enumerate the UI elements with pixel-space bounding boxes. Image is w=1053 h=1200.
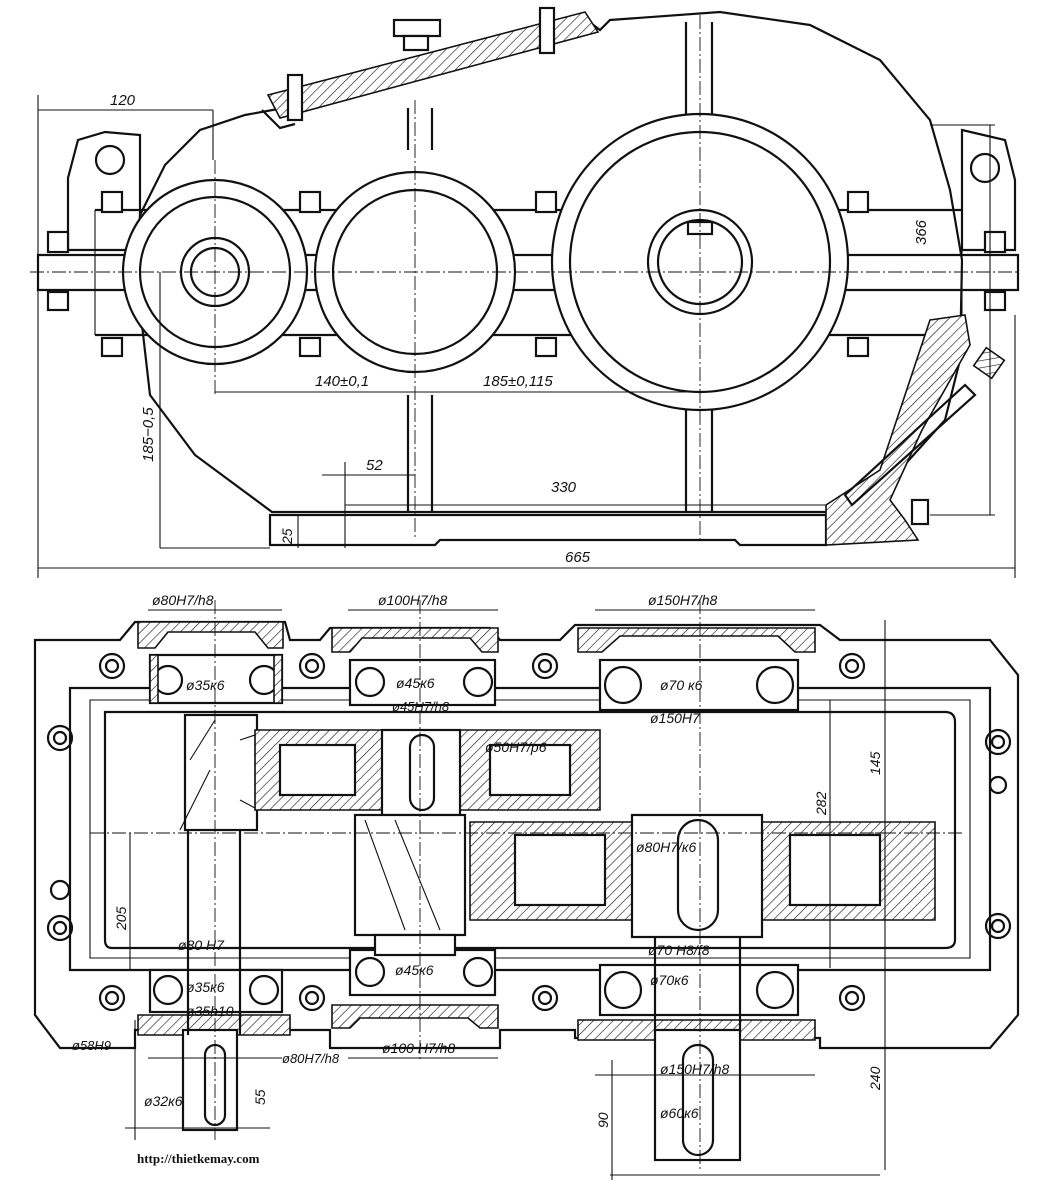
lifting-eye-right: [969, 152, 1001, 184]
label-phi150h7: ø150H7: [650, 710, 701, 726]
dim-90: 90: [595, 1112, 611, 1128]
dim-145: 145: [867, 751, 883, 775]
label-phi80h7h8-bot: ø80H7/h8: [282, 1051, 340, 1066]
lifting-eye-left: [94, 144, 126, 176]
dim-282: 282: [813, 791, 829, 816]
dim-52: 52: [366, 457, 383, 474]
bottom-bearings: [148, 948, 800, 1017]
dim-55: 55: [252, 1089, 268, 1105]
label-phi50h7p6: ø50H7/p6: [485, 739, 547, 755]
label-phi150h7h8-bot: ø150H7/h8: [660, 1061, 729, 1077]
label-phi70k6-top: ø70 к6: [660, 677, 703, 693]
dim-185-minus: 185−0,5: [140, 407, 157, 462]
label-phi35k6-bot: ø35к6: [186, 979, 225, 995]
label-phi100h7h8-bot: ø100 H7/h8: [382, 1040, 455, 1056]
label-phi70k6-bot: ø70к6: [650, 972, 689, 988]
label-phi45k6-top: ø45к6: [396, 675, 435, 691]
dim-120: 120: [110, 92, 136, 109]
intermediate-gear: [239, 728, 601, 817]
source-url: http://thietkemay.com: [137, 1151, 260, 1166]
output-gear: [469, 813, 936, 1162]
bottom-bearing-covers: [137, 1004, 816, 1041]
label-phi45h7h8: ø45H7/h8: [392, 699, 450, 714]
label-phi80h7k6: ø80H7/к6: [636, 839, 697, 855]
inspection-cover: [261, 6, 600, 130]
dim-205: 205: [113, 906, 129, 931]
oil-level-gauge: [825, 314, 1006, 546]
intermediate-pinion: [353, 813, 467, 957]
top-bearings: [148, 653, 800, 712]
label-phi80h7: ø80 H7: [178, 937, 225, 953]
plan-section-view: [33, 600, 1020, 1180]
dim-366: 366: [913, 219, 930, 245]
dim-240: 240: [867, 1066, 883, 1091]
mounting-holes: [46, 652, 1012, 1012]
label-phi70h8f8: ø70 H8/f8: [648, 942, 710, 958]
label-phi150h7h8-top: ø150H7/h8: [648, 592, 717, 608]
label-phi35h10: ø35h10: [186, 1003, 234, 1019]
input-shaft: [179, 713, 259, 1132]
label-phi60k6: ø60к6: [660, 1105, 699, 1121]
top-bearing-covers: [137, 621, 816, 653]
joint-bolts: [46, 190, 1007, 358]
label-phi100h7h8-top: ø100H7/h8: [378, 592, 447, 608]
label-phi80h7h8-top: ø80H7/h8: [152, 592, 214, 608]
dim-25: 25: [279, 528, 295, 545]
dim-140: 140±0,1: [315, 373, 369, 390]
dim-330: 330: [551, 479, 577, 496]
label-phi45k6-bot: ø45к6: [395, 962, 434, 978]
plan-dimensions: [125, 609, 886, 1180]
label-phi58h9: ø58H9: [72, 1038, 111, 1053]
dim-185-tol: 185±0,115: [483, 373, 553, 390]
label-phi32k6: ø32к6: [144, 1093, 183, 1109]
dim-665: 665: [565, 549, 591, 566]
elevation-dimensions: [37, 95, 1016, 578]
side-elevation-view: [30, 6, 1020, 578]
label-phi35k6-top: ø35к6: [186, 677, 225, 693]
